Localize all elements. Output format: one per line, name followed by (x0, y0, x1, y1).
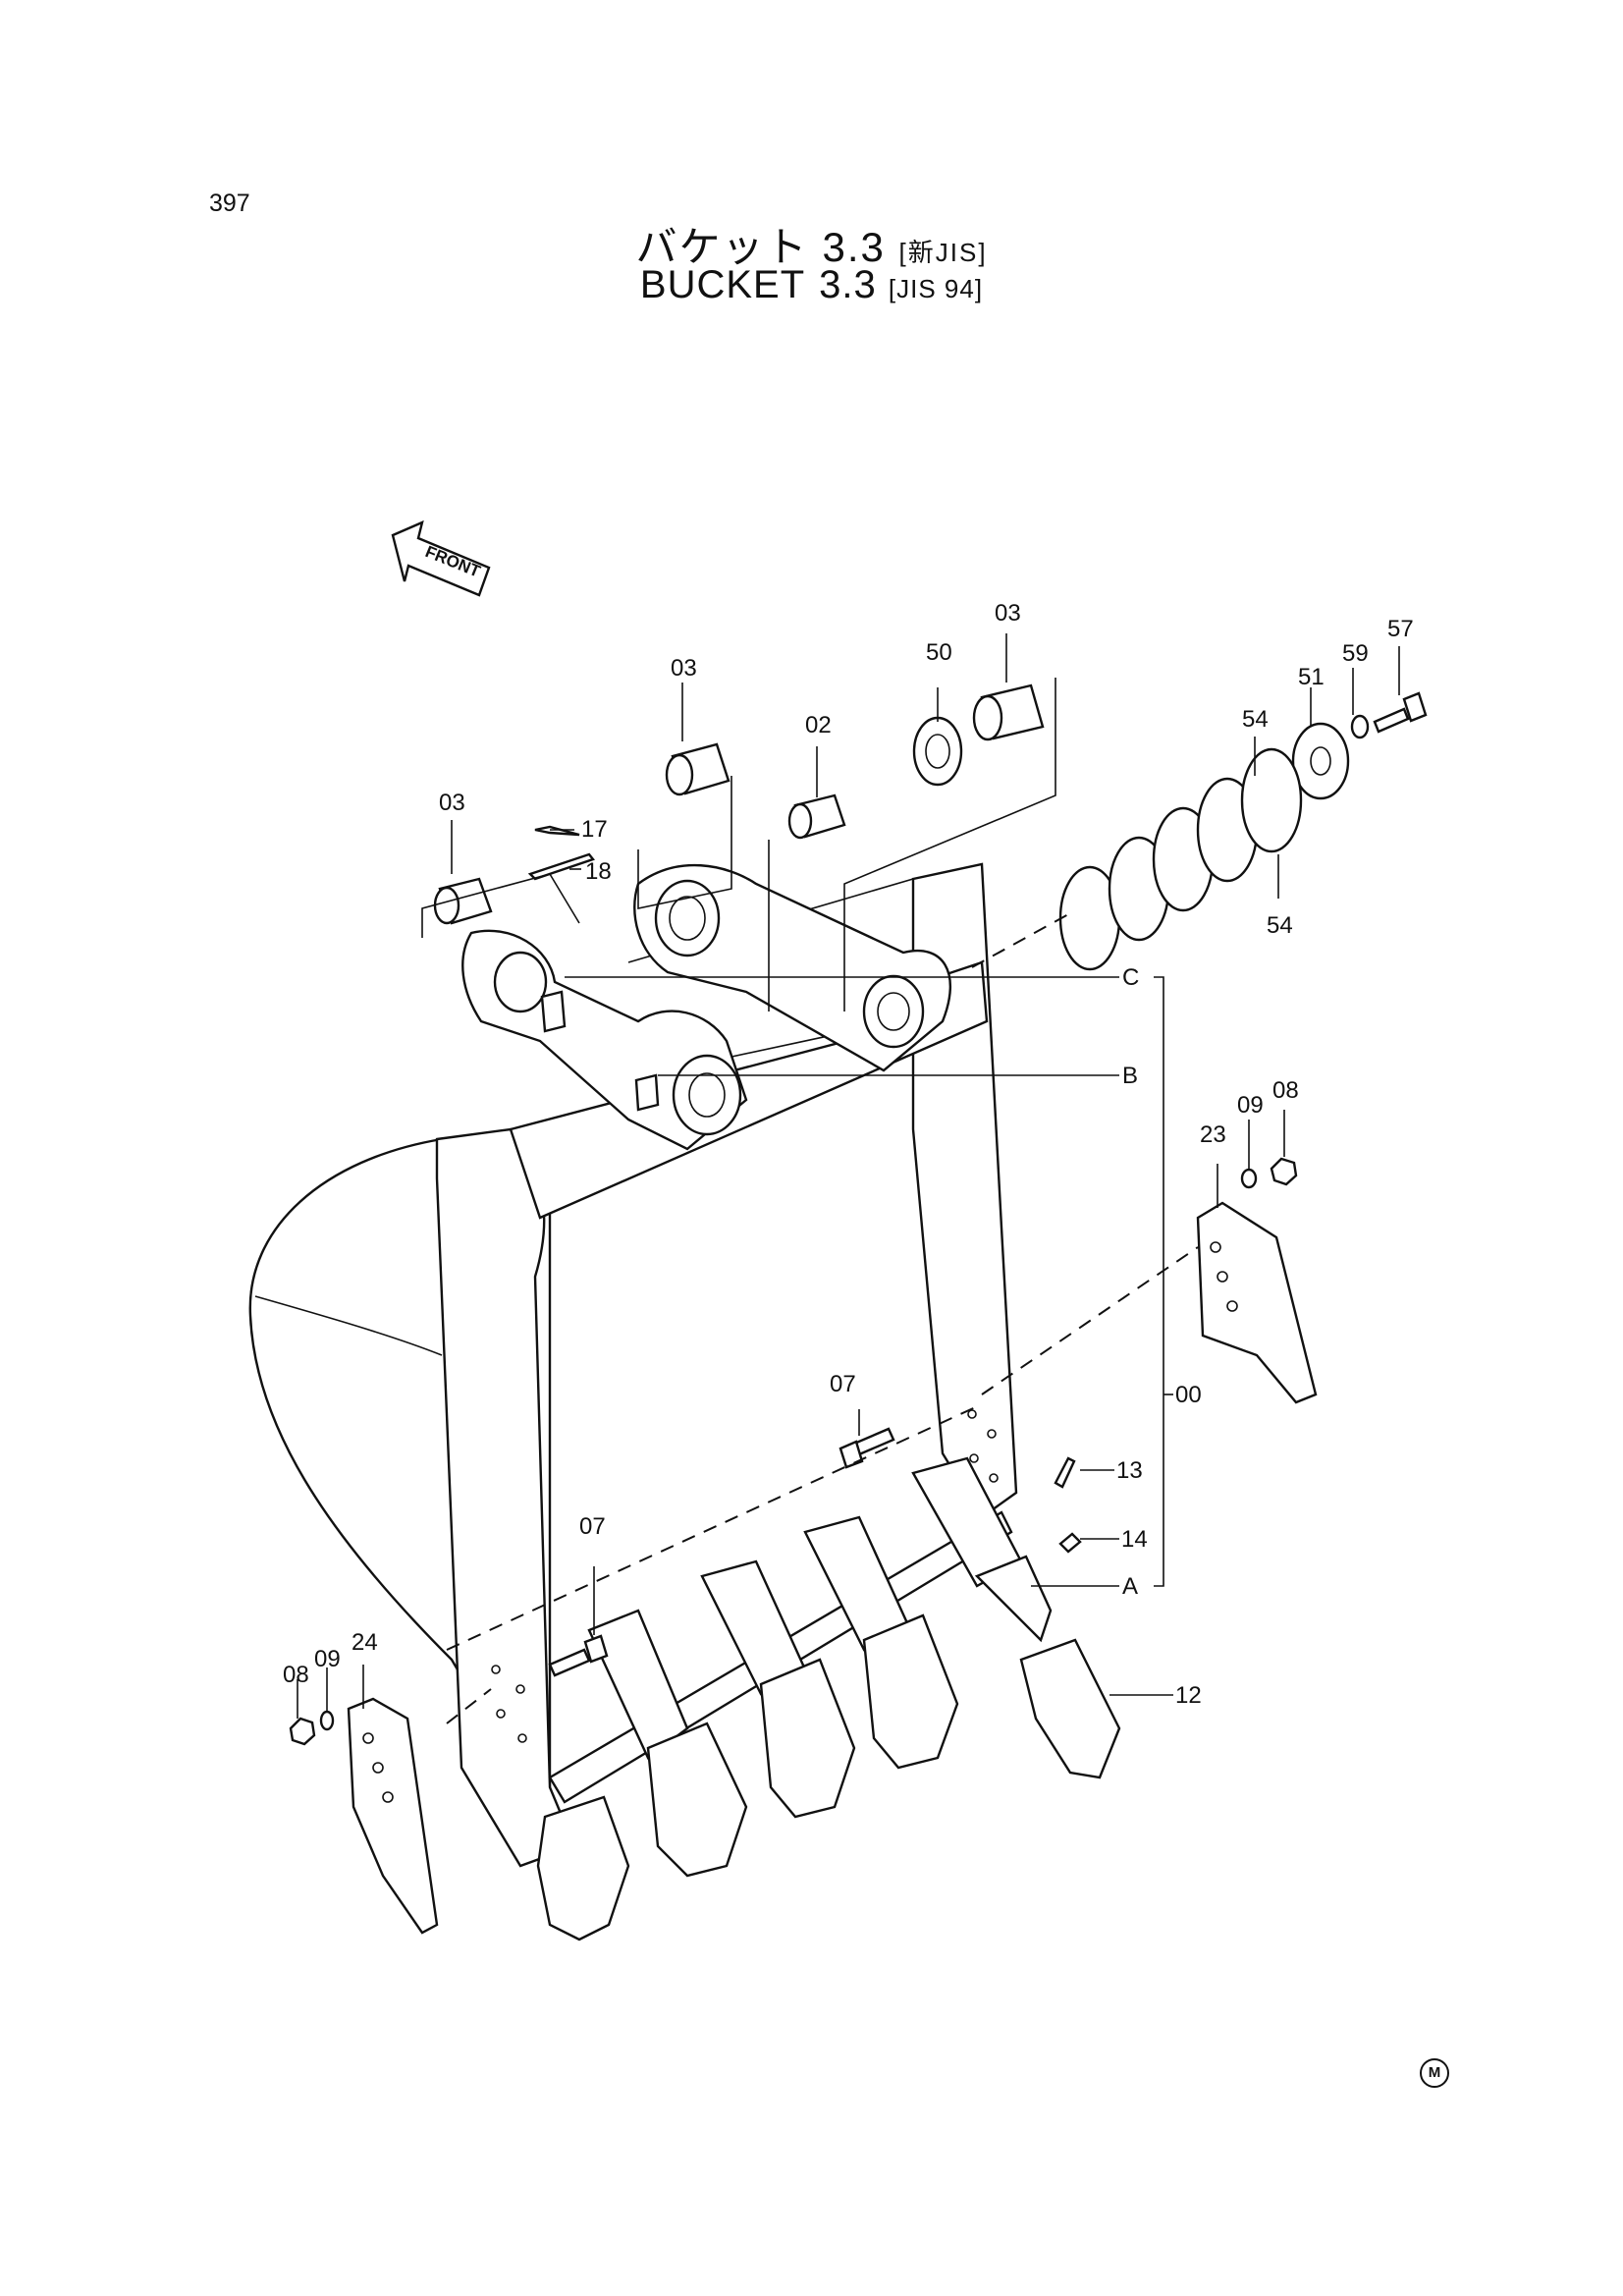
page-number: 397 (209, 190, 250, 217)
callout-54-bottom: 54 (1267, 912, 1293, 939)
callout-07-upper: 07 (830, 1371, 856, 1397)
bushing-03-right (972, 683, 1045, 741)
callout-00: 00 (1175, 1382, 1202, 1408)
pin-17 (534, 825, 580, 837)
callout-13: 13 (1116, 1457, 1143, 1484)
callout-03-right: 03 (995, 600, 1021, 627)
tooth-1 (536, 1795, 630, 1941)
callout-03-left: 03 (439, 790, 465, 816)
callout-08-left: 08 (283, 1662, 309, 1688)
callout-12: 12 (1175, 1682, 1202, 1709)
callout-14: 14 (1121, 1526, 1148, 1553)
callout-07-lower: 07 (579, 1513, 606, 1540)
bushing-03-middle (665, 742, 730, 796)
side-cutter-23 (1196, 1201, 1318, 1404)
plate-51 (1291, 722, 1350, 800)
bucket-body (248, 862, 1018, 1868)
leader-lines (297, 633, 1400, 1719)
bolt-07-lower (548, 1634, 609, 1677)
lock-c (540, 990, 567, 1033)
callout-labels: 03 03 03 02 50 51 59 57 54 54 17 18 C B … (283, 600, 1414, 1709)
tooth-3 (700, 1559, 856, 1819)
front-arrow: FRONT (391, 519, 491, 597)
callout-50: 50 (926, 639, 952, 666)
title-en-main: BUCKET (639, 263, 806, 306)
washer-09-left (319, 1710, 335, 1731)
assembly-line-lower (446, 1403, 983, 1651)
title-jp-spec: [新JIS] (898, 238, 988, 267)
title-english: BUCKET 3.3 [JIS 94] (0, 263, 1623, 307)
washer-59 (1350, 714, 1370, 739)
title-en-spec: [JIS 94] (888, 274, 984, 303)
bushing-02 (787, 793, 846, 840)
lock-b (634, 1073, 660, 1112)
retainer-14 (1058, 1532, 1082, 1554)
callout-08-right: 08 (1272, 1077, 1299, 1104)
callout-03-middle: 03 (671, 655, 697, 682)
nut-08-right (1270, 1157, 1298, 1186)
callout-51: 51 (1298, 664, 1325, 690)
shims-54 (1058, 747, 1303, 971)
callout-17: 17 (581, 816, 608, 843)
title-jp-size: 3.3 (822, 224, 886, 270)
tooth-4 (803, 1515, 959, 1770)
bolt-57 (1373, 691, 1428, 734)
teeth-set (536, 1456, 1121, 1941)
title-jp-main: バケット (635, 224, 809, 270)
callout-57: 57 (1387, 616, 1414, 642)
callout-B: B (1122, 1063, 1138, 1089)
callout-54-top: 54 (1242, 706, 1269, 733)
nut-08-left (289, 1717, 316, 1746)
callout-02: 02 (805, 712, 832, 738)
side-cutter-24 (347, 1697, 439, 1935)
washer-18 (527, 852, 596, 881)
callout-C: C (1122, 964, 1139, 991)
title-japanese: バケット 3.3 [新JIS] (0, 214, 1623, 274)
callout-59: 59 (1342, 640, 1369, 667)
tooth-point-12 (1019, 1638, 1121, 1779)
tooth-2 (587, 1609, 748, 1878)
callout-A: A (1122, 1573, 1138, 1600)
washer-09-right (1240, 1168, 1258, 1189)
seal-50 (912, 716, 963, 787)
tooth-5 (911, 1456, 1053, 1643)
callout-24: 24 (352, 1629, 378, 1656)
bushing-03-left (433, 877, 493, 925)
callout-18: 18 (585, 858, 612, 885)
pin-13 (1054, 1456, 1076, 1489)
callout-23: 23 (1200, 1121, 1226, 1148)
callout-09-right: 09 (1237, 1092, 1264, 1119)
callout-09-left: 09 (314, 1646, 341, 1672)
corner-m-mark: M (1420, 2058, 1449, 2088)
title-en-size: 3.3 (819, 263, 877, 306)
